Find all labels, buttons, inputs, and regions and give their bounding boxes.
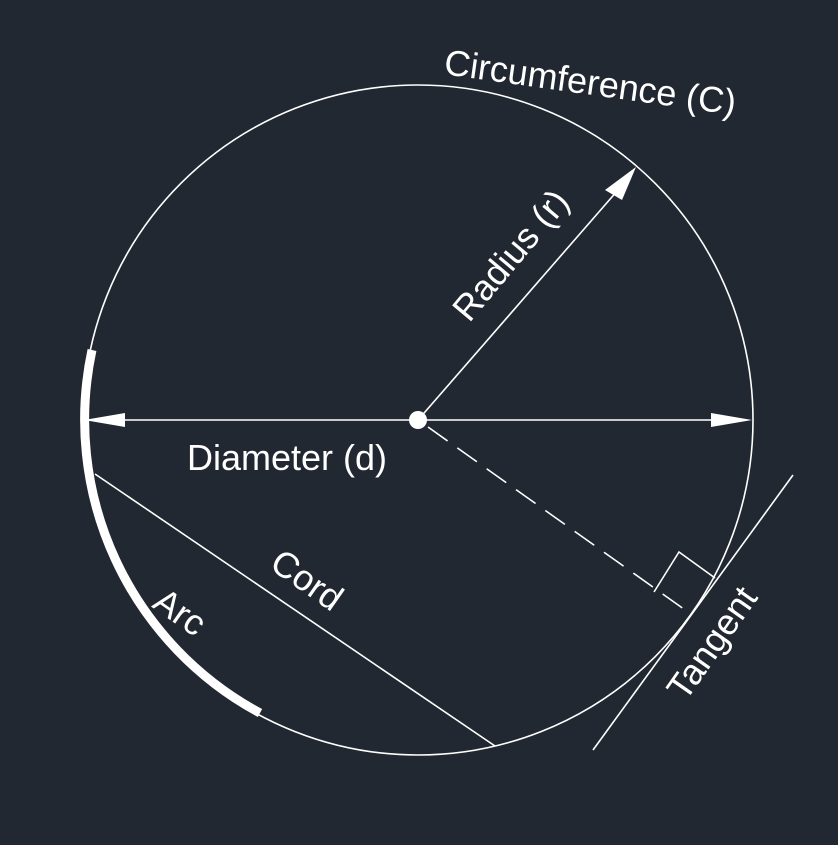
tangent-line bbox=[592, 474, 794, 751]
diameter-arrow-right bbox=[711, 413, 752, 427]
circumference-label: Circumference (C) bbox=[442, 41, 739, 123]
diameter-arrow-left bbox=[84, 413, 125, 427]
cord-label: Cord bbox=[263, 541, 350, 619]
right-angle-marker bbox=[653, 550, 716, 593]
diameter-label: Diameter (d) bbox=[187, 437, 387, 478]
radius-arrow bbox=[605, 167, 636, 200]
radius-line bbox=[417, 189, 619, 421]
cord-line bbox=[94, 473, 496, 747]
perpendicular-dashed-line bbox=[427, 426, 689, 613]
tangent-label: Tangent bbox=[658, 579, 765, 707]
radius-label: Radius (r) bbox=[444, 181, 577, 328]
center-point bbox=[409, 411, 427, 429]
arc-segment bbox=[80, 349, 263, 717]
arc-label: Arc bbox=[146, 579, 214, 644]
